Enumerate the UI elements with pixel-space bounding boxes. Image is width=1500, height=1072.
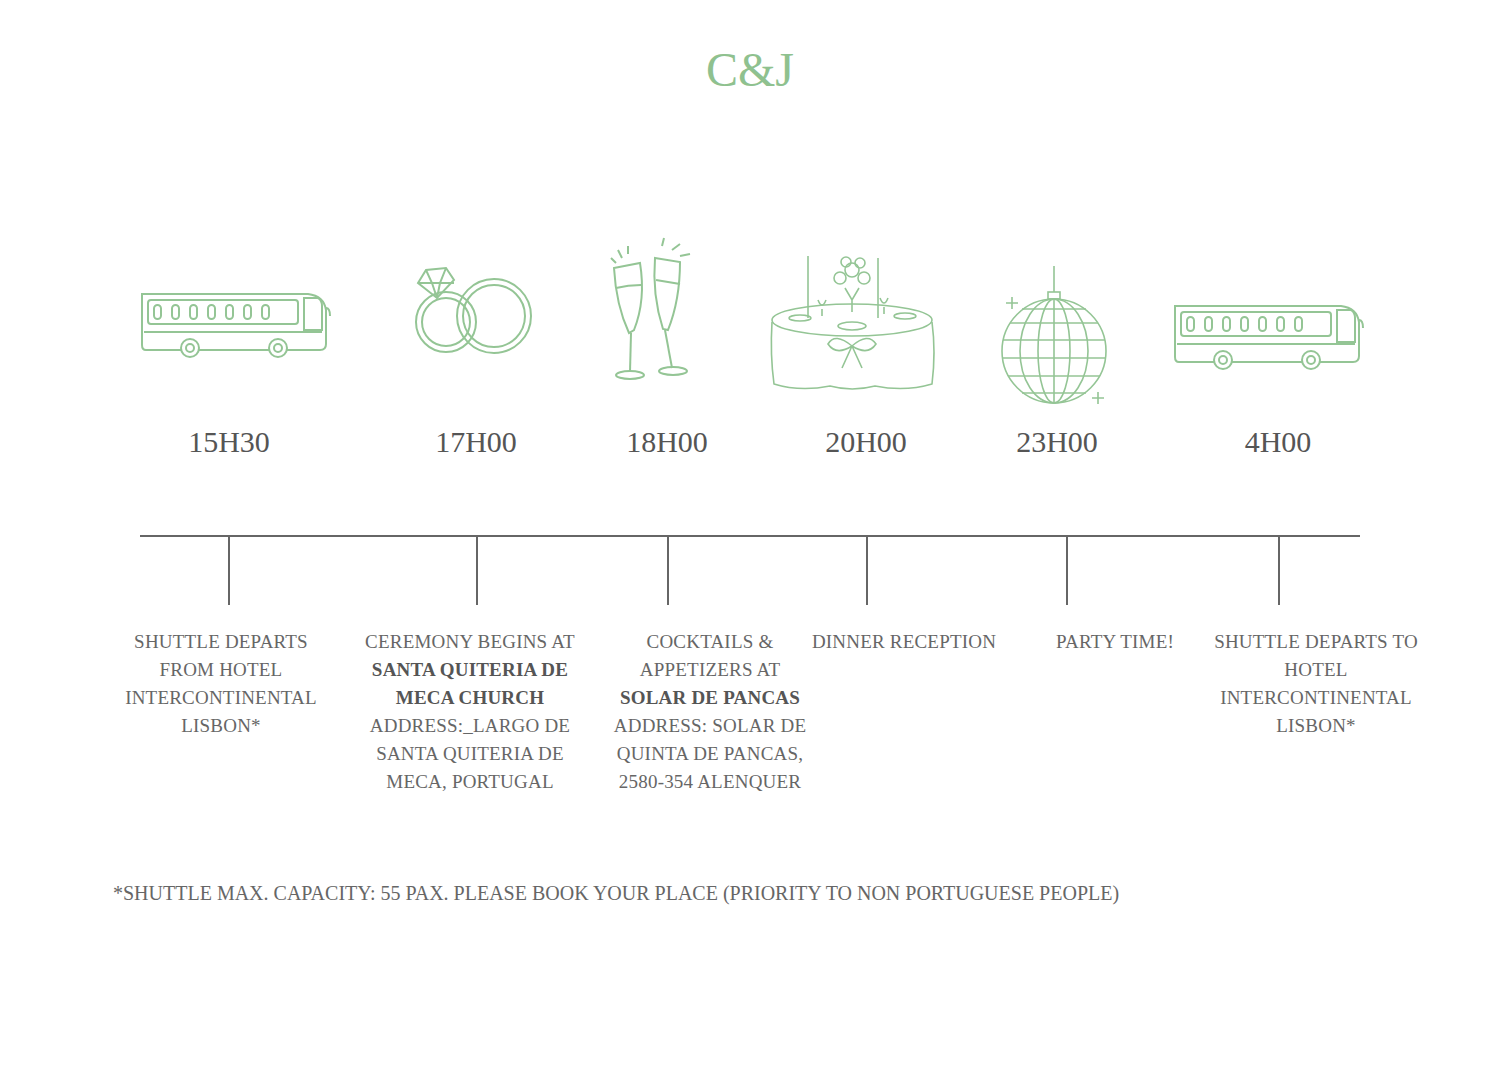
title: C&J bbox=[706, 42, 794, 97]
rings-icon bbox=[416, 268, 531, 353]
disco-ball-icon bbox=[1002, 266, 1106, 404]
time-label: 17H00 bbox=[435, 425, 517, 459]
venue-name: SOLAR DE PANCAS bbox=[599, 684, 821, 712]
champagne-icon bbox=[611, 238, 690, 379]
time-label: 4H00 bbox=[1245, 425, 1312, 459]
event-text: COCKTAILS & APPETIZERS AT bbox=[599, 628, 821, 684]
event-text: SHUTTLE DEPARTS FROM HOTEL INTERCONTINEN… bbox=[109, 628, 334, 740]
bus-icon bbox=[1175, 306, 1363, 369]
event-text: DINNER RECEPTION bbox=[812, 628, 996, 656]
time-label: 23H00 bbox=[1016, 425, 1098, 459]
event-text: ADDRESS: SOLAR DE QUINTA DE PANCAS, 2580… bbox=[599, 712, 821, 796]
venue-name: SANTA QUITERIA DE MECA CHURCH bbox=[345, 656, 595, 712]
event-description: SHUTTLE DEPARTS TO HOTEL INTERCONTINENTA… bbox=[1199, 628, 1434, 740]
time-label: 18H00 bbox=[626, 425, 708, 459]
event-text: PARTY TIME! bbox=[1056, 628, 1174, 656]
event-description: COCKTAILS & APPETIZERS ATSOLAR DE PANCAS… bbox=[599, 628, 821, 796]
dinner-table-icon bbox=[771, 256, 934, 389]
event-description: CEREMONY BEGINS ATSANTA QUITERIA DE MECA… bbox=[345, 628, 595, 796]
time-label: 20H00 bbox=[825, 425, 907, 459]
event-text: SHUTTLE DEPARTS TO HOTEL INTERCONTINENTA… bbox=[1199, 628, 1434, 740]
event-description: DINNER RECEPTION bbox=[812, 628, 996, 656]
event-description: PARTY TIME! bbox=[1056, 628, 1174, 656]
bus-icon bbox=[142, 294, 330, 357]
event-text: ADDRESS:_LARGO DE SANTA QUITERIA DE MECA… bbox=[345, 712, 595, 796]
time-label: 15H30 bbox=[188, 425, 270, 459]
event-description: SHUTTLE DEPARTS FROM HOTEL INTERCONTINEN… bbox=[109, 628, 334, 740]
timeline-axis bbox=[140, 536, 1360, 605]
event-text: CEREMONY BEGINS AT bbox=[345, 628, 595, 656]
footnote: *SHUTTLE MAX. CAPACITY: 55 PAX. PLEASE B… bbox=[113, 882, 1119, 905]
